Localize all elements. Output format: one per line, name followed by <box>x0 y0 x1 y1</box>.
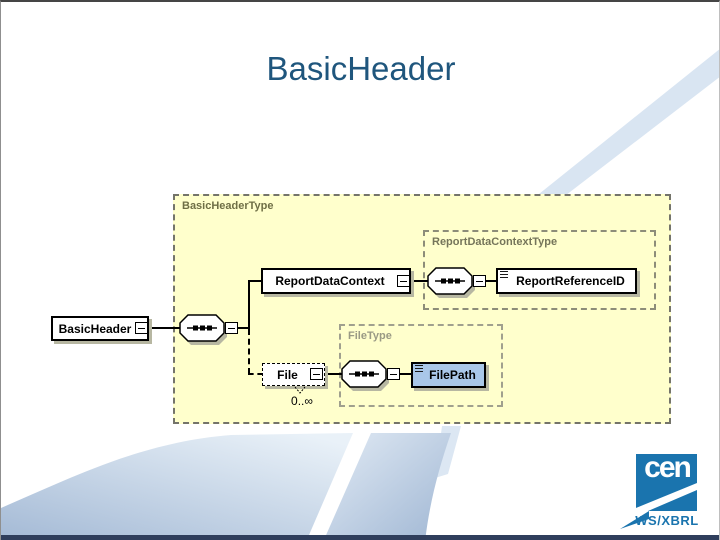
cen-logo-swoosh-icon <box>619 483 697 529</box>
connector-sequence-reportreferenceid <box>486 280 497 282</box>
sequence-compositor-icon <box>427 267 475 298</box>
element-file: File <box>262 363 325 386</box>
element-report-reference-id-label: ReportReferenceID <box>516 274 625 288</box>
optional-marker-icon <box>294 386 306 394</box>
connector-basicheader-sequence <box>148 327 180 329</box>
connector-branch-up <box>248 280 250 329</box>
element-file-path-label: FilePath <box>429 368 476 382</box>
connector-to-reportdatacontext <box>248 280 262 282</box>
connector-sequence-filepath <box>400 373 412 375</box>
container-file-type-label: FileType <box>348 330 392 342</box>
element-report-data-context: ReportDataContext <box>261 268 411 294</box>
swoosh-bottom <box>1 433 451 540</box>
connector-to-file-dashed <box>248 373 263 375</box>
element-report-data-context-label: ReportDataContext <box>275 274 385 288</box>
element-report-reference-id: ReportReferenceID <box>496 268 637 294</box>
element-file-label: File <box>277 367 298 382</box>
connector-file-sequence <box>324 373 345 375</box>
collapse-minus-icon <box>473 275 486 287</box>
element-basic-header: BasicHeader <box>51 316 149 341</box>
connector-branch-down-dashed <box>248 329 250 374</box>
attributes-marker-icon <box>500 271 508 279</box>
element-file-path: FilePath <box>411 362 486 388</box>
collapse-minus-icon <box>225 322 238 334</box>
connector-sequence-junction <box>238 327 250 329</box>
collapse-minus-icon <box>135 322 148 334</box>
slide-title: BasicHeader <box>266 50 456 87</box>
collapse-minus-icon <box>310 368 323 380</box>
sequence-compositor-icon <box>179 314 227 345</box>
bottom-bar <box>1 535 719 540</box>
collapse-minus-icon <box>397 275 410 287</box>
element-basic-header-label: BasicHeader <box>58 321 132 336</box>
connector-rdc-sequence <box>410 280 428 282</box>
collapse-minus-icon <box>387 368 400 380</box>
container-report-data-context-type-label: ReportDataContextType <box>432 236 558 248</box>
container-report-data-context-type: ReportDataContextType <box>423 230 656 310</box>
container-file-type: FileType <box>339 324 503 407</box>
cen-logo-text: cen <box>644 451 692 484</box>
sequence-compositor-icon <box>341 360 389 391</box>
swoosh-diagonal-top <box>529 49 719 202</box>
cen-logo-subtext: WS/XBRL <box>635 513 699 528</box>
container-basic-header-type-label: BasicHeaderType <box>182 200 274 212</box>
file-occurrence-label: 0..∞ <box>291 394 313 408</box>
attributes-marker-icon <box>415 365 423 373</box>
